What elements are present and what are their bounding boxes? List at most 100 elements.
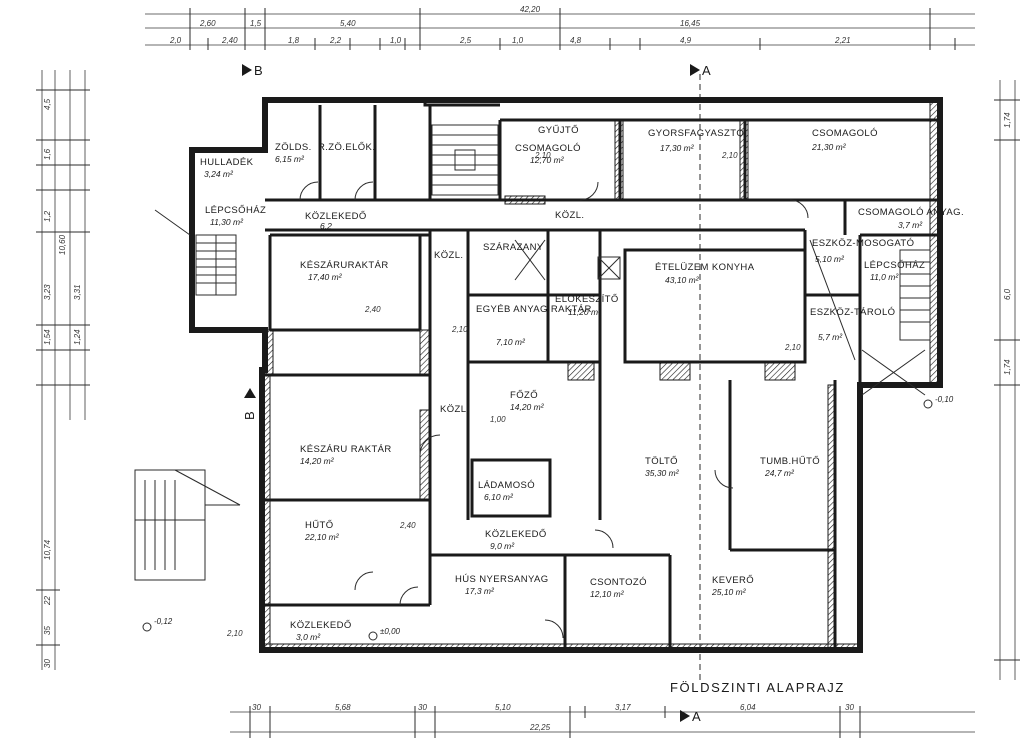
section-mark-a-top: A xyxy=(702,63,711,78)
internal-dimension-notes: 2,10 2,10 2,40 2,10 2,40 2,10 2,10 1,00 xyxy=(226,151,801,638)
room-kozl-1: KÖZL. xyxy=(555,210,584,221)
room-kevero-area: 25,10 m² xyxy=(711,587,747,597)
room-kozlekedo-2-area: 9,0 m² xyxy=(490,541,515,551)
room-elokeszito: ELŐKÉSZÍTŐ xyxy=(555,294,619,305)
interior-walls xyxy=(262,105,940,650)
dim-r2-3: 1,8 xyxy=(288,36,300,45)
dim-int-3: 2,40 xyxy=(364,305,381,314)
right-dimension-lines: 1,74 6,0 1,74 xyxy=(994,80,1020,680)
room-tolto-area: 35,30 m² xyxy=(645,468,680,478)
dim-top-3: 5,40 xyxy=(340,19,356,28)
dim-left-12: 30 xyxy=(43,659,52,668)
room-csontozo: CSONTOZÓ xyxy=(590,577,647,588)
drawing-title: FÖLDSZINTI ALAPRAJZ xyxy=(670,680,845,695)
dim-left-8: 10,60 xyxy=(58,234,67,255)
room-gyorsfagyaszto-area: 17,30 m² xyxy=(660,143,695,153)
dim-r2-4: 2,2 xyxy=(329,36,342,45)
room-rezelo: R.ZÖ.ELŐK. xyxy=(318,142,375,153)
room-keszaruraktar-2-area: 14,20 m² xyxy=(300,456,335,466)
room-csomagolo-2-area: 21,30 m² xyxy=(811,142,847,152)
room-kozlekedo-1: KÖZLEKEDŐ xyxy=(305,211,367,222)
room-ladamoso: LÁDAMOSÓ xyxy=(478,480,535,491)
dim-right-3: 1,74 xyxy=(1003,359,1012,375)
dim-r2-8: 4,8 xyxy=(570,36,582,45)
dim-r2-7: 1,0 xyxy=(512,36,524,45)
room-csomagolo-anyag: CSOMAGOLÓ ANYAG. xyxy=(858,207,964,218)
dim-bottom-2: 5,68 xyxy=(335,703,351,712)
room-szarazany: SZÁRAZANY xyxy=(483,242,544,253)
room-eszkozmosogato-area: 5,10 m² xyxy=(815,254,845,264)
room-csomagolo-2: CSOMAGOLÓ xyxy=(812,128,878,139)
room-etelzem-konyha: ÉTELÜZEM KONYHA xyxy=(655,262,755,273)
room-hulladek: HULLADÉK xyxy=(200,157,254,168)
room-tumbhuto: TUMB.HŰTŐ xyxy=(760,456,820,467)
level-3: -0,10 xyxy=(935,395,954,404)
section-markers: B A B A xyxy=(242,63,711,724)
dim-bottom-3: 30 xyxy=(418,703,427,712)
dim-left-4: 3,23 xyxy=(43,284,52,300)
room-kozlekedo-3: KÖZLEKEDŐ xyxy=(290,620,352,631)
dim-top-total: 42,20 xyxy=(520,5,541,14)
dim-right-1: 1,74 xyxy=(1003,112,1012,128)
section-arrow-icon xyxy=(244,388,256,398)
stairs-right xyxy=(861,249,931,396)
dim-int-6: 2,10 xyxy=(784,343,801,352)
stairs-left xyxy=(195,234,237,296)
dim-left-7: 1,24 xyxy=(73,329,82,345)
dim-left-1: 4,5 xyxy=(43,98,52,110)
dim-int-7: 2,10 xyxy=(226,629,243,638)
door-swings xyxy=(154,181,856,639)
room-egyeb-anyag: EGYÉB ANYAG RAKTÁR xyxy=(476,304,592,315)
dim-int-4: 2,10 xyxy=(451,325,468,334)
dim-left-6: 1,54 xyxy=(43,329,52,345)
room-eszkoztarolo-area: 5,7 m² xyxy=(818,332,843,342)
dim-bottom-1: 30 xyxy=(252,703,261,712)
room-lepcsohaz-2-area: 11,0 m² xyxy=(870,272,899,282)
dim-int-2: 2,10 xyxy=(721,151,738,160)
dim-int-1: 2,10 xyxy=(534,151,551,160)
room-csontozo-area: 12,10 m² xyxy=(590,589,625,599)
room-fozo-area: 14,20 m² xyxy=(510,402,545,412)
room-elokeszito-area: 11,20 m² xyxy=(568,307,602,317)
room-kozl-2: KÖZL. xyxy=(434,250,463,261)
room-eszkozmosogato: ESZKÖZ-MOSOGATÓ xyxy=(812,238,914,249)
dim-top-1: 2,60 xyxy=(199,19,216,28)
room-egyeb-anyag-area: 7,10 m² xyxy=(496,337,526,347)
level-mark-icon xyxy=(368,631,378,641)
dim-top-4: 16,45 xyxy=(680,19,701,28)
room-husnyers: HÚS NYERSANYAG xyxy=(455,574,549,585)
room-eszkoztarolo: ESZKÖZ-TÁROLÓ xyxy=(810,307,895,318)
dim-right-2: 6,0 xyxy=(1003,288,1012,300)
room-labels: HULLADÉK 3,24 m² ZÖLDS. 6,15 m² R.ZÖ.ELŐ… xyxy=(200,125,964,642)
hatched-walls xyxy=(261,99,941,651)
room-csomagolo-1: CSOMAGOLÓ xyxy=(515,143,581,154)
dim-int-8: 1,00 xyxy=(490,415,506,424)
section-arrow-icon xyxy=(680,710,690,722)
room-kevero: KEVERŐ xyxy=(712,575,754,586)
room-gyujto: GYŰJTŐ xyxy=(538,125,579,136)
dim-bottom-total: 22,25 xyxy=(529,723,551,732)
section-arrow-icon xyxy=(690,64,700,76)
section-mark-b-top: B xyxy=(254,63,263,78)
section-mark-a-bottom: A xyxy=(692,709,701,724)
level-mark-icon xyxy=(923,399,933,409)
room-lepcsohaz-1: LÉPCSŐHÁZ xyxy=(205,205,266,216)
room-tumbhuto-area: 24,7 m² xyxy=(764,468,795,478)
dim-int-5: 2,40 xyxy=(399,521,416,530)
room-lepcsohaz-2: LÉPCSŐHÁZ xyxy=(864,260,925,271)
top-dimension-lines: 42,20 2,60 1,5 5,40 16,45 2,0 2,40 1,8 2… xyxy=(145,5,975,50)
room-huto: HŰTŐ xyxy=(305,520,334,531)
room-husnyers-area: 17,3 m² xyxy=(465,586,495,596)
bottom-dimension-lines: 30 5,68 30 5,10 3,17 6,04 30 22,25 xyxy=(230,703,975,738)
room-zolds-area: 6,15 m² xyxy=(275,154,305,164)
dim-r2-9: 4,9 xyxy=(680,36,692,45)
left-dimension-lines: 4,5 1,6 1,2 3,23 3,31 1,54 1,24 10,60 10… xyxy=(36,70,90,670)
section-arrow-icon xyxy=(242,64,252,76)
room-keszaruraktar-1: KÉSZÁRURAKTÁR xyxy=(300,260,389,271)
room-csomagolo-1-area: 12,70 m² xyxy=(530,155,565,165)
level-mark-icon xyxy=(142,622,152,632)
room-keszaruraktar-2: KÉSZÁRU RAKTÁR xyxy=(300,444,392,455)
stairs-exterior xyxy=(134,469,241,581)
room-ladamoso-area: 6,10 m² xyxy=(484,492,514,502)
